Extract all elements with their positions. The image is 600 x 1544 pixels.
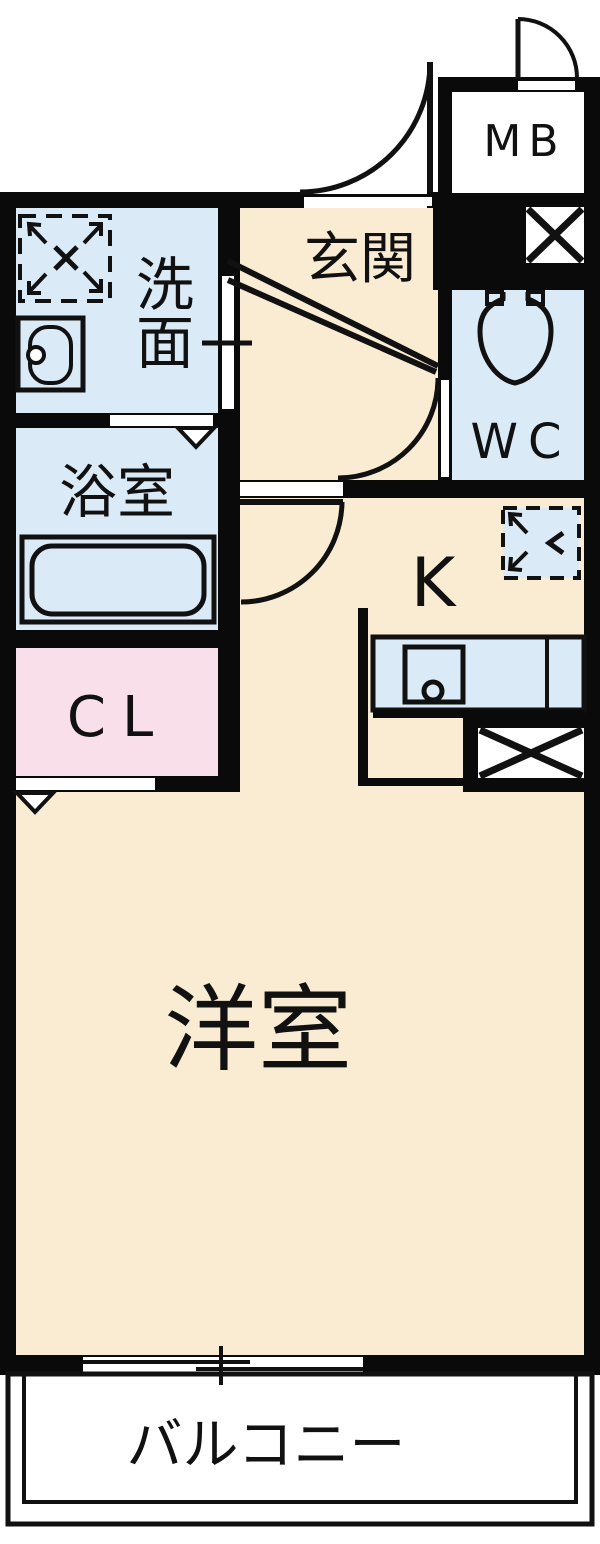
meter-box-inner bbox=[452, 92, 584, 193]
wall-wc-left bbox=[438, 290, 452, 380]
wall-yokushitsu-bottom bbox=[0, 630, 240, 648]
mb-door-icon bbox=[515, 17, 579, 79]
closet-label: CL bbox=[66, 685, 170, 750]
kitchen-partition-horizontal bbox=[358, 778, 463, 786]
kitchen-partition-vertical bbox=[358, 608, 368, 786]
yokushitsu-label: 浴室 bbox=[58, 458, 175, 526]
balcony-window-opening bbox=[83, 1357, 363, 1373]
genkan-label: 玄関 bbox=[304, 226, 416, 292]
hall-door-opening bbox=[240, 482, 343, 496]
western-room-label: 洋室 bbox=[163, 976, 352, 1085]
closet-opening bbox=[16, 778, 155, 790]
meter-box-label: MB bbox=[483, 115, 566, 167]
genkan-floor-2 bbox=[240, 290, 438, 480]
balcony-label: バルコニー bbox=[126, 1412, 406, 1478]
pipe-shaft-inner bbox=[478, 728, 584, 778]
closet-floor bbox=[16, 648, 218, 776]
mb-door-threshold bbox=[516, 79, 577, 92]
wc-door-leaf bbox=[438, 377, 452, 480]
kitchen-label: K bbox=[410, 543, 456, 623]
wc-label: WC bbox=[470, 414, 572, 470]
western-room-floor bbox=[16, 792, 584, 1355]
wall-top bbox=[0, 192, 304, 208]
entrance-door-icon bbox=[299, 61, 433, 195]
senmen-label: 洗面 bbox=[126, 254, 194, 370]
senmen-sliding-door bbox=[219, 273, 237, 412]
meter-shaft-box bbox=[526, 207, 584, 263]
senmen-opening bbox=[110, 415, 213, 426]
entrance-threshold bbox=[304, 194, 432, 206]
